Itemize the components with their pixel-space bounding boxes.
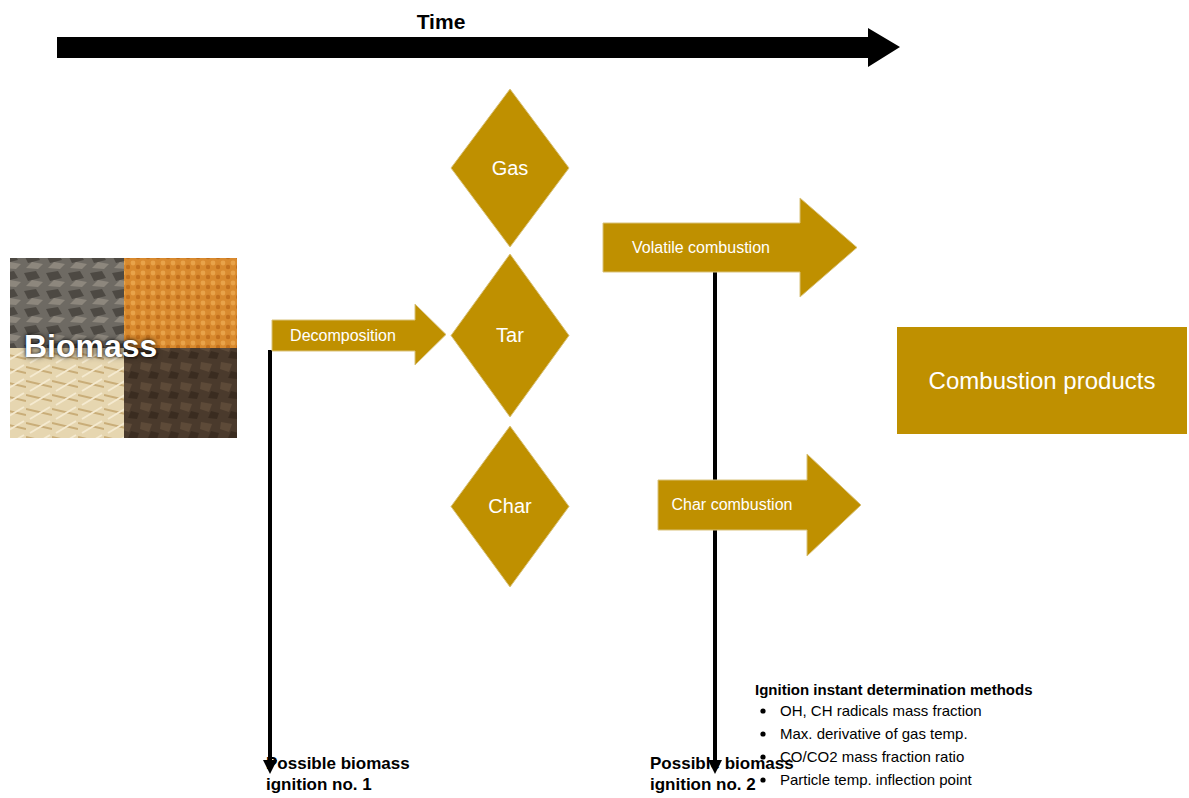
diamond-fill (451, 89, 569, 247)
node-text: Combustion products (897, 327, 1187, 434)
result-box: Combustion products (897, 327, 1187, 434)
list-heading: Ignition instant determination methods (755, 681, 1175, 699)
diamond-fill (451, 254, 569, 417)
node-text: Char (450, 425, 570, 588)
diamond-fill (451, 426, 569, 587)
leader-line (268, 350, 272, 762)
axis-title: Time (381, 9, 501, 34)
list-item: OH, CH radicals mass fraction (780, 702, 1180, 720)
process-arrow: Char combustion (657, 453, 862, 557)
node-text: Tar (450, 253, 570, 418)
product-diamond: Char (450, 425, 570, 588)
time-arrow (57, 28, 900, 67)
annotation: Possible biomass ignition no. 1 (266, 754, 461, 795)
bullet (760, 708, 765, 713)
node-text: Gas (450, 88, 570, 248)
block-arrow-fill (603, 198, 857, 297)
block-arrow-fill (658, 454, 861, 556)
list-item: Max. derivative of gas temp. (780, 725, 1180, 743)
block-arrow-fill (272, 304, 446, 365)
image-node: Biomass (10, 258, 237, 438)
product-diamond: Gas (450, 88, 570, 248)
list-item: CO/CO2 mass fraction ratio (780, 748, 1180, 766)
node-text: Decomposition (271, 320, 415, 351)
node-text: Volatile combustion (602, 223, 800, 272)
bullet (760, 731, 765, 736)
bullet (760, 777, 765, 782)
process-arrow: Volatile combustion (602, 197, 858, 298)
product-diamond: Tar (450, 253, 570, 418)
node-text: Biomass (10, 258, 237, 438)
list-item: Particle temp. inflection point (780, 771, 1180, 789)
node-text: Char combustion (657, 480, 807, 530)
process-arrow: Decomposition (271, 303, 447, 366)
